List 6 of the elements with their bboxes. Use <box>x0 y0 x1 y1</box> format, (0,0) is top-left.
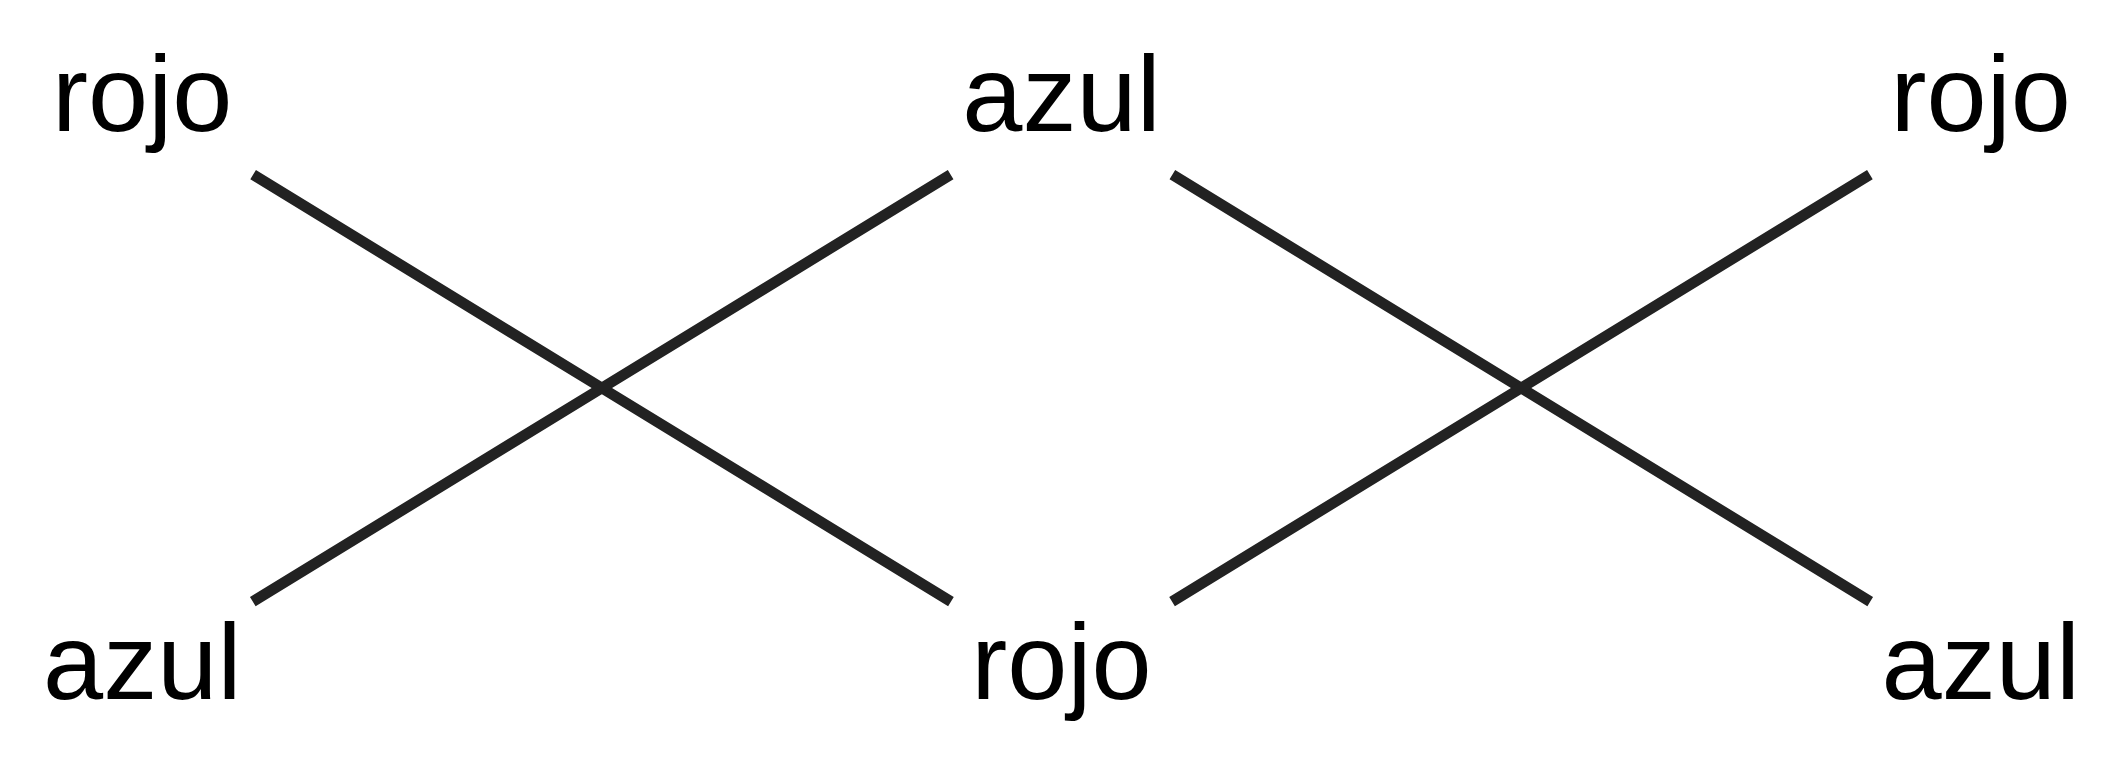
node-text: azul <box>1881 600 2080 722</box>
node-text: rojo <box>52 32 233 154</box>
node-text: rojo <box>971 600 1152 722</box>
node-text: rojo <box>1890 32 2071 154</box>
node-text: azul <box>43 600 242 722</box>
node-text: azul <box>962 32 1161 154</box>
